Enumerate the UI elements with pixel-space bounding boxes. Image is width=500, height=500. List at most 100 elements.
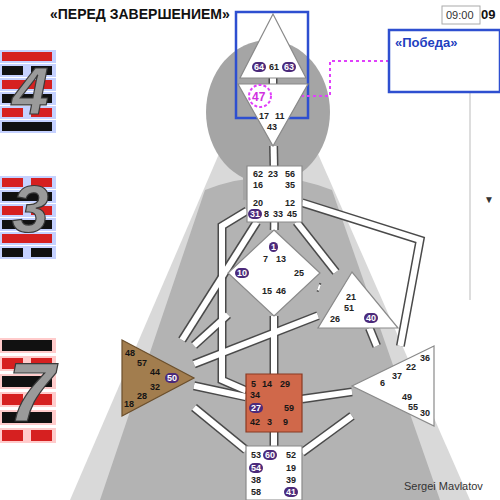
- gate-number: 42: [250, 417, 260, 427]
- gate-number: 1: [269, 242, 278, 252]
- heart-center-shape: [318, 272, 398, 328]
- gate-number: 18: [124, 399, 134, 409]
- broken-bar: [31, 248, 52, 257]
- gate-number: 25: [294, 268, 304, 278]
- channel: [271, 146, 277, 166]
- gate-number: 37: [392, 371, 402, 381]
- sacral-center: 514293427594239: [246, 374, 302, 432]
- gate-number: 49: [402, 392, 412, 402]
- gate-number: 64: [252, 62, 266, 72]
- gate-number: 60: [263, 450, 277, 460]
- gate-number: 35: [285, 180, 295, 190]
- gate-number: 38: [251, 475, 261, 485]
- gate-number: 36: [420, 353, 430, 363]
- spleen-center: 48574450322818: [122, 340, 194, 416]
- gate-number: 61: [269, 62, 279, 72]
- gate-number: 48: [125, 348, 135, 358]
- gate-number: 47: [252, 90, 265, 104]
- gate-number: 30: [420, 408, 430, 418]
- gate-circle: 47: [248, 84, 272, 108]
- gate-number: 40: [364, 313, 378, 323]
- channel: [194, 407, 246, 450]
- channel: [271, 222, 277, 230]
- ajna-center-shape: [238, 84, 308, 146]
- channel: [194, 315, 228, 346]
- gate-number: 12: [285, 198, 295, 208]
- gate-number: 23: [268, 169, 278, 179]
- head-center: 646163: [240, 14, 306, 78]
- gate-number: 3: [267, 417, 272, 427]
- time-label: 09: [481, 7, 495, 22]
- gate-number: 27: [249, 403, 263, 413]
- gate-number: 7: [263, 254, 268, 264]
- gate-number: 52: [286, 450, 296, 460]
- channel-outline: [194, 316, 318, 364]
- gate-number: 17: [259, 111, 269, 121]
- gate-number: 32: [150, 382, 160, 392]
- callout-box-shape: [389, 30, 500, 92]
- time-box: [442, 6, 480, 24]
- channel-outline: [318, 283, 320, 293]
- channel: [318, 284, 320, 291]
- gate-number: 31: [248, 209, 262, 219]
- throat-center: 622356163520123183345: [247, 166, 302, 222]
- gate-number: 9: [283, 417, 288, 427]
- channel-outline: [269, 146, 278, 166]
- gate-number: 26: [330, 314, 340, 324]
- gate-number: 22: [406, 362, 416, 372]
- throat-center-shape: [247, 166, 302, 222]
- gate-number: 54: [249, 463, 263, 473]
- channel-outline: [270, 222, 279, 230]
- time-label: 09:00: [446, 9, 474, 21]
- gate-number: 45: [287, 209, 297, 219]
- gate-circle-shape: [249, 85, 271, 107]
- channel: [222, 211, 247, 391]
- gate-number: 20: [253, 198, 263, 208]
- hexagram-number: 7: [8, 350, 55, 434]
- gate-number: 34: [250, 390, 260, 400]
- hexagram-number: 4: [12, 58, 49, 124]
- gate-number: 43: [267, 122, 277, 132]
- channel-outline: [302, 203, 420, 346]
- channel: [271, 316, 277, 374]
- gate-number: 41: [284, 487, 298, 497]
- channel: [302, 203, 420, 346]
- head-center-shape: [240, 14, 306, 78]
- channel: [302, 416, 352, 453]
- root-center: 536052541938395841: [246, 446, 302, 500]
- gate-number: 14: [262, 379, 272, 389]
- gate-number: 11: [275, 111, 285, 121]
- channel: [369, 328, 376, 346]
- panel-line: [470, 92, 471, 300]
- gate-number: 10: [235, 268, 249, 278]
- g-center: 171310251546: [228, 230, 320, 316]
- hexagram-number: 3: [12, 176, 49, 242]
- sacral-center-shape: [246, 374, 302, 432]
- gate-number: 46: [276, 286, 286, 296]
- channel: [194, 386, 246, 397]
- channel-outline: [270, 316, 279, 374]
- solar-plexus-center-shape: [352, 346, 434, 426]
- channel: [194, 316, 318, 364]
- body-silhouette: [100, 178, 440, 500]
- g-center-shape: [228, 230, 320, 316]
- gate-number: 51: [344, 303, 354, 313]
- bar-glow: [0, 246, 56, 259]
- watermark: Sergei Mavlatov: [404, 480, 483, 492]
- channel-outline: [369, 328, 376, 346]
- gate-number: 16: [253, 180, 263, 190]
- gate-number: 13: [276, 254, 286, 264]
- gate-number: 55: [408, 402, 418, 412]
- channel-outline: [270, 432, 279, 446]
- broken-bar: [2, 248, 23, 257]
- gate-number: 29: [280, 379, 290, 389]
- gate-number: 8: [264, 209, 269, 219]
- solar-plexus-center: 3622376495530: [352, 346, 434, 426]
- heart-center: 21512640: [318, 272, 398, 328]
- gate-number: 57: [137, 358, 147, 368]
- gate-number: 53: [251, 450, 261, 460]
- dropdown-symbol: ▼: [484, 194, 494, 205]
- gate-number: 44: [150, 367, 160, 377]
- channel-outline: [302, 392, 352, 399]
